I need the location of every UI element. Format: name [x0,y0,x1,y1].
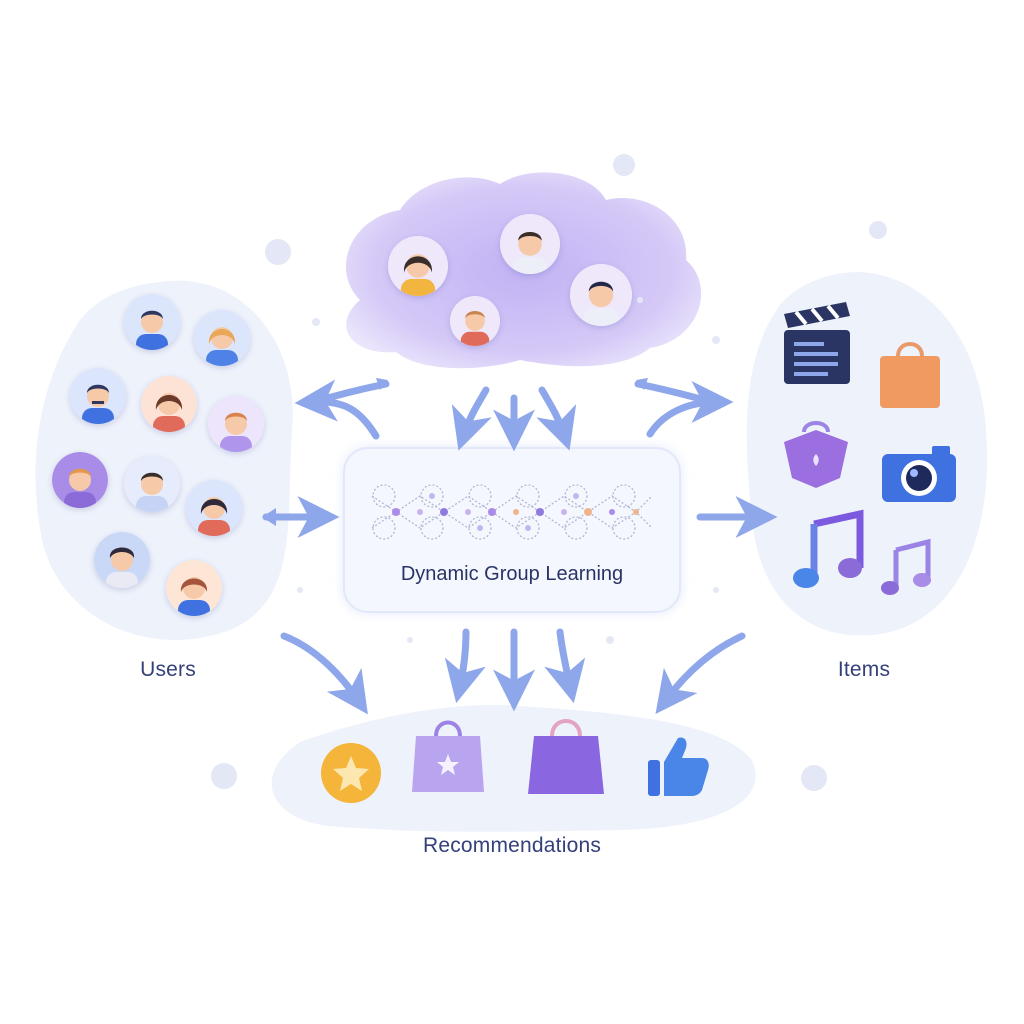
music-note-small-icon [880,538,932,596]
group-member-avatar [500,214,560,274]
camera-icon [880,444,958,504]
user-avatar [208,396,264,452]
group-member-avatar [388,236,448,296]
network-lattice-icon [371,484,653,540]
gift-bag-icon [412,716,484,792]
arrow-head-left-users [262,508,276,526]
user-avatar [70,368,126,424]
shopping-bag-icon [528,714,604,794]
core-title: Dynamic Group Learning [400,563,624,585]
arrow-core-down-3 [544,628,586,704]
user-avatar [94,532,150,588]
shopping-bag-icon [878,334,942,408]
core-box [343,447,681,613]
arrow-items-to-recs [655,632,746,714]
user-avatar [194,310,250,366]
arrow-users-to-recs [280,632,368,715]
user-avatar [124,456,180,512]
user-avatar [124,294,180,350]
star-badge-icon [320,742,382,804]
arrow-cloud-down-3 [536,386,577,451]
user-avatar [141,376,197,432]
group-member-avatar [570,264,632,326]
recommendations-cluster-blob [271,704,756,832]
user-avatar [186,480,242,536]
network-lattice-nodes [392,493,639,531]
arrow-cloud-to-right-curve [634,380,716,406]
thumbs-up-icon [646,734,710,798]
user-avatar [166,560,222,616]
arrow-core-down-1 [444,628,486,704]
arrow-cloud-down-1 [451,386,492,451]
recommendations-label: Recommendations [422,834,602,857]
users-label: Users [140,658,196,681]
arrow-core-up-right [646,381,734,438]
purple-bag-icon [780,418,852,490]
clapperboard-icon [782,302,852,386]
music-note-icon [792,509,864,590]
items-label: Items [837,658,891,681]
arrow-core-up-left [294,379,380,440]
user-avatar [52,452,108,508]
decorative-dots [211,154,887,791]
arrow-cloud-to-left-curve [310,380,390,406]
group-member-avatar [450,296,500,346]
